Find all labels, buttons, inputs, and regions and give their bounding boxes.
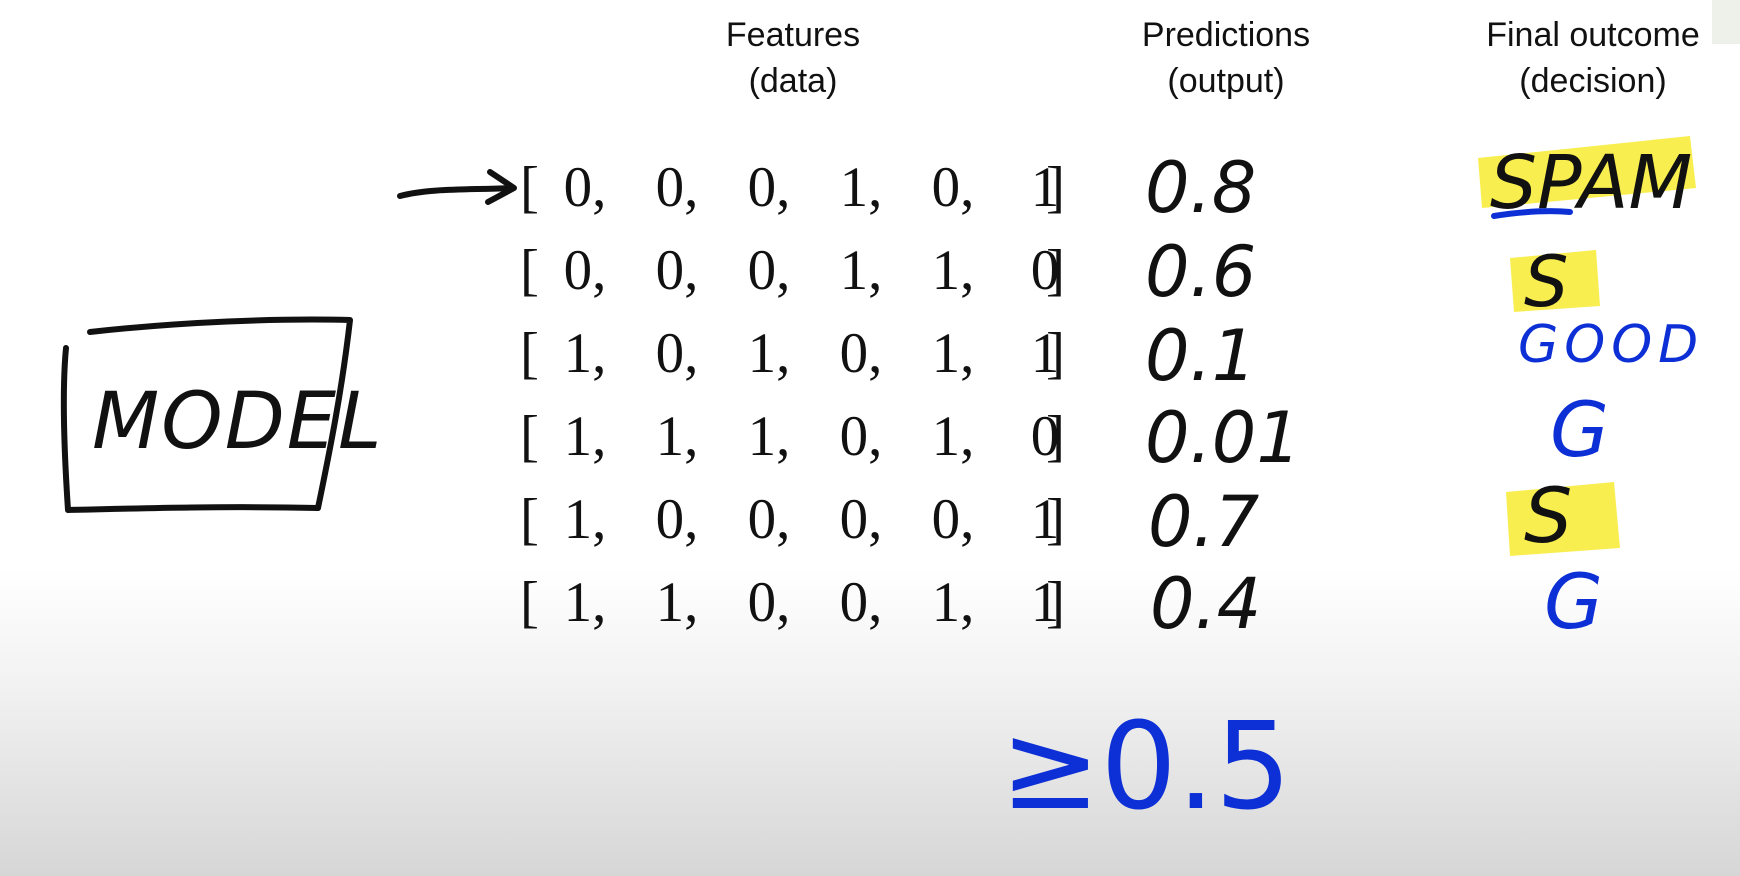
decision-g: G	[1544, 557, 1603, 646]
outcome-header: Final outcome (decision)	[1463, 12, 1723, 104]
decision-s: S	[1524, 241, 1568, 323]
feature-value: 1	[1030, 322, 1060, 385]
feature-value: 1,	[931, 571, 975, 634]
feature-vector-row: [1, 0, 0, 0, 0, 1]	[520, 480, 1080, 560]
feature-value: 1,	[839, 239, 883, 302]
features-title: Features	[725, 16, 861, 54]
feature-vector-row: [0, 0, 0, 1, 1, 0]	[520, 231, 1080, 311]
feature-vector-row: [1, 0, 1, 0, 1, 1]	[520, 314, 1080, 394]
feature-value: 1,	[747, 322, 791, 385]
feature-value: 1,	[563, 488, 607, 551]
corner-mark	[1712, 0, 1740, 44]
row-pointer-arrow	[397, 169, 517, 205]
feature-value: 1,	[563, 322, 607, 385]
close-bracket: ]	[1046, 571, 1065, 634]
feature-vector-row: [0, 0, 0, 1, 0, 1]	[520, 148, 1080, 228]
feature-value: 1	[1030, 488, 1060, 551]
prediction-value: 0.1	[1145, 315, 1256, 397]
feature-value: 0,	[655, 156, 699, 219]
feature-value: 0,	[747, 239, 791, 302]
feature-value: 0,	[931, 156, 975, 219]
model-label: MODEL	[92, 377, 384, 467]
feature-value: 0,	[839, 322, 883, 385]
close-bracket: ]	[1046, 405, 1065, 468]
outcome-title: Final outcome	[1486, 16, 1700, 54]
feature-value: 0,	[655, 488, 699, 551]
feature-value: 0,	[747, 156, 791, 219]
highlight-s-row2	[1510, 250, 1600, 312]
feature-value: 0,	[563, 156, 607, 219]
highlight-s-row5	[1506, 482, 1620, 556]
feature-value: 1,	[931, 322, 975, 385]
predictions-subtitle: (output)	[1167, 62, 1285, 100]
close-bracket: ]	[1046, 322, 1065, 385]
prediction-value: 0.8	[1145, 147, 1256, 229]
feature-value: 0,	[655, 322, 699, 385]
feature-value: 0,	[655, 239, 699, 302]
features-header: Features (data)	[663, 12, 923, 104]
feature-value: 1,	[655, 405, 699, 468]
feature-value: 1,	[563, 405, 607, 468]
feature-value: 1,	[655, 571, 699, 634]
feature-value: 0,	[839, 488, 883, 551]
feature-value: 1,	[747, 405, 791, 468]
feature-value: 0,	[747, 571, 791, 634]
feature-value: 0	[1030, 239, 1060, 302]
close-bracket: ]	[1046, 156, 1065, 219]
open-bracket: [	[520, 322, 539, 385]
feature-value: 1	[1030, 156, 1060, 219]
highlight-spam	[1478, 136, 1696, 208]
decision-g: G	[1550, 385, 1609, 474]
open-bracket: [	[520, 156, 539, 219]
decision-good: GOOD	[1518, 315, 1704, 375]
feature-value: 0,	[839, 405, 883, 468]
prediction-value: 0.6	[1145, 231, 1256, 313]
close-bracket: ]	[1046, 239, 1065, 302]
feature-value: 0,	[563, 239, 607, 302]
feature-value: 1,	[563, 571, 607, 634]
outcome-subtitle: (decision)	[1519, 62, 1667, 100]
threshold-label: ≥0.5	[1000, 698, 1291, 837]
decision-s: S	[1524, 471, 1572, 560]
open-bracket: [	[520, 405, 539, 468]
close-bracket: ]	[1046, 488, 1065, 551]
spam-underline	[1491, 208, 1573, 219]
open-bracket: [	[520, 488, 539, 551]
prediction-value: 0.4	[1150, 563, 1261, 645]
predictions-title: Predictions	[1141, 16, 1311, 54]
open-bracket: [	[520, 239, 539, 302]
feature-value: 1,	[839, 156, 883, 219]
feature-value: 1	[1030, 571, 1060, 634]
feature-value: 1,	[931, 239, 975, 302]
feature-value: 0,	[931, 488, 975, 551]
feature-value: 1,	[931, 405, 975, 468]
feature-value: 0	[1030, 405, 1060, 468]
model-box	[60, 316, 353, 513]
feature-vector-row: [1, 1, 1, 0, 1, 0]	[520, 397, 1080, 477]
open-bracket: [	[520, 571, 539, 634]
feature-value: 0,	[839, 571, 883, 634]
predictions-header: Predictions (output)	[1096, 12, 1356, 104]
features-subtitle: (data)	[748, 62, 838, 100]
feature-value: 0,	[747, 488, 791, 551]
feature-vector-row: [1, 1, 0, 0, 1, 1]	[520, 563, 1080, 643]
prediction-value: 0.7	[1148, 481, 1259, 563]
prediction-value: 0.01	[1145, 397, 1301, 479]
